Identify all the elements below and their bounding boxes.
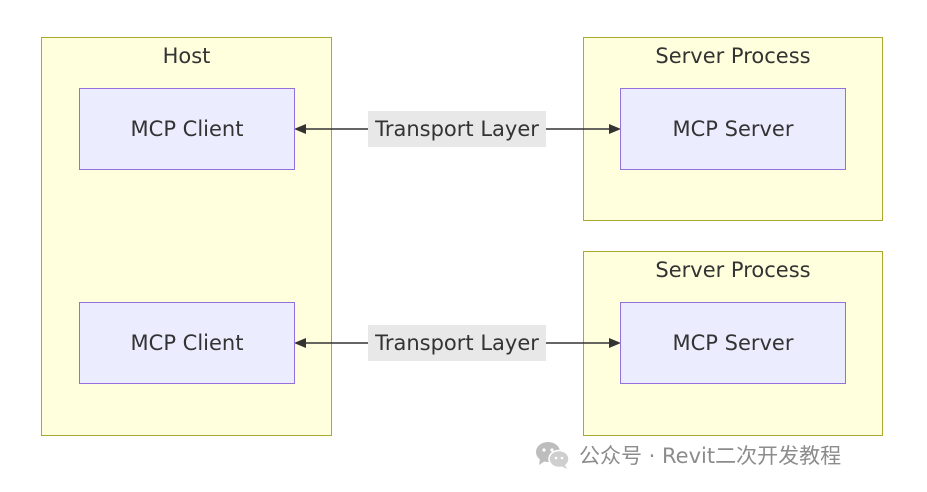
mcp-server-node-1: MCP Server	[620, 88, 846, 170]
arrowhead-right-icon	[609, 124, 621, 134]
wechat-icon	[536, 442, 570, 469]
arrowhead-left-icon	[294, 338, 306, 348]
watermark: 公众号 · Revit二次开发教程	[535, 438, 841, 472]
mcp-server-node-2: MCP Server	[620, 302, 846, 384]
watermark-text: 公众号 · Revit二次开发教程	[579, 444, 842, 468]
transport-layer-label-1: Transport Layer	[368, 111, 546, 147]
mcp-client-node-2: MCP Client	[79, 302, 295, 384]
mcp-client-node-1: MCP Client	[79, 88, 295, 170]
arrowhead-right-icon	[609, 338, 621, 348]
server-process-title-2: Server Process	[655, 258, 811, 282]
transport-layer-label-2: Transport Layer	[368, 325, 546, 361]
server-process-title-1: Server Process	[655, 44, 811, 68]
host-title: Host	[162, 44, 211, 68]
arrowhead-left-icon	[294, 124, 306, 134]
